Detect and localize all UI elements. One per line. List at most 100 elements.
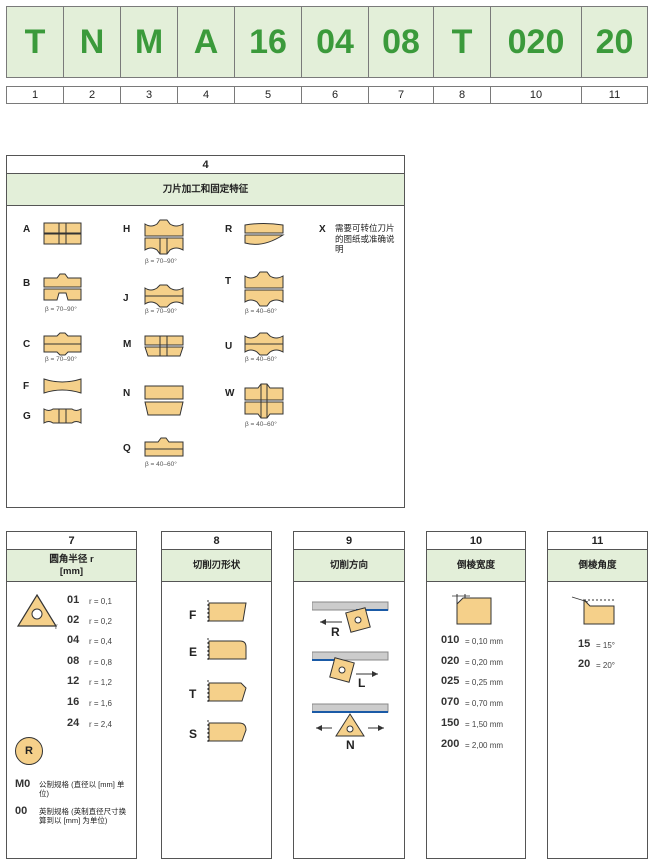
type-t-beta: β = 40–60° xyxy=(245,308,277,315)
code-number-10: 10 xyxy=(490,86,582,104)
insert-code-strip: T N M A 16 04 08 T 020 20 1 2 3 4 5 6 7 … xyxy=(6,6,648,104)
type-q-icon xyxy=(144,437,184,457)
type-n-icon xyxy=(144,385,184,416)
panel-7-unit: [mm] xyxy=(59,565,84,577)
land-width-icon xyxy=(452,594,492,625)
edge-e-label: E xyxy=(189,645,198,659)
code-letter-8: T xyxy=(433,6,491,78)
radius-value-16: r = 1,6 xyxy=(89,699,112,708)
direction-l-label: L xyxy=(358,676,366,690)
panel-11-land-angle: 11 倒棱角度 15 = 15° 20 = 20° xyxy=(547,531,648,859)
type-x-description: 需要可转位刀片的图纸或准确说明 xyxy=(335,223,395,255)
direction-n-label: N xyxy=(346,738,355,752)
code-letter-2: N xyxy=(63,6,121,78)
code-letter-11: 20 xyxy=(581,6,648,78)
land-value-070: = 0,70 mm xyxy=(465,699,504,708)
panel-9-title: 切削方向 xyxy=(294,550,404,582)
radius-value-04: r = 0,4 xyxy=(89,637,112,646)
code-number-5: 5 xyxy=(234,86,302,104)
panel-11-title: 倒棱角度 xyxy=(548,550,647,582)
land-code-070: 070 xyxy=(441,696,460,708)
type-h-label: H xyxy=(123,224,131,235)
edge-f-icon xyxy=(207,600,247,624)
edge-s-icon xyxy=(207,720,247,744)
type-f-label: F xyxy=(23,381,30,392)
panel-4-number: 4 xyxy=(7,156,404,174)
radius-code-08: 08 xyxy=(67,655,80,667)
radius-value-12: r = 1,2 xyxy=(89,678,112,687)
type-m-icon xyxy=(144,335,184,357)
radius-value-01: r = 0,1 xyxy=(89,597,112,606)
panel-7-corner-radius: 7 圆角半径 r [mm] r 01 r = 0,1 02 r = 0,2 04… xyxy=(6,531,137,859)
type-w-label: W xyxy=(225,388,235,399)
radius-code-24: 24 xyxy=(67,717,80,729)
m0-code: M0 xyxy=(15,778,31,790)
m0-description: 公制规格 (直径以 [mm] 单位) xyxy=(39,780,125,799)
panel-8-title: 切削刃形状 xyxy=(162,550,271,582)
land-value-020: = 0,20 mm xyxy=(465,658,504,667)
type-m-label: M xyxy=(123,339,132,350)
panel-10-title: 倒棱宽度 xyxy=(427,550,525,582)
type-u-icon xyxy=(244,332,284,356)
land-code-010: 010 xyxy=(441,634,460,646)
panel-7-title: 圆角半径 r xyxy=(49,554,94,566)
type-h-icon xyxy=(144,219,184,255)
type-g-label: G xyxy=(23,411,31,422)
direction-n-icon xyxy=(312,703,389,737)
type-c-beta: β = 70–90° xyxy=(45,356,77,363)
code-number-2: 2 xyxy=(63,86,121,104)
land-angle-icon xyxy=(571,596,615,625)
type-c-icon xyxy=(43,332,82,356)
type-a-icon xyxy=(43,222,82,245)
radius-r-marker: r xyxy=(55,622,58,631)
type-n-label: N xyxy=(123,388,131,399)
type-f-icon xyxy=(43,378,82,394)
panel-9-cutting-direction: 9 切削方向 R L N xyxy=(293,531,405,859)
edge-s-label: S xyxy=(189,727,198,741)
radius-value-02: r = 0,2 xyxy=(89,617,112,626)
type-g-icon xyxy=(43,408,82,424)
panel-8-number: 8 xyxy=(162,532,271,550)
oo-description: 英制规格 (英制直径尺寸换算到以 [mm] 为单位) xyxy=(39,807,127,826)
angle-code-15: 15 xyxy=(578,638,591,650)
land-code-200: 200 xyxy=(441,738,460,750)
type-h-beta: β = 70–90° xyxy=(145,258,177,265)
panel-9-number: 9 xyxy=(294,532,404,550)
panel-7-title-box: 圆角半径 r [mm] xyxy=(7,550,136,582)
panel-8-edge-shape: 8 切削刃形状 F E T S xyxy=(161,531,272,859)
panel-7-number: 7 xyxy=(7,532,136,550)
land-value-025: = 0,25 mm xyxy=(465,678,504,687)
radius-code-12: 12 xyxy=(67,675,80,687)
code-number-8: 8 xyxy=(433,86,491,104)
angle-value-20: = 20° xyxy=(596,661,615,670)
code-letter-1: T xyxy=(6,6,64,78)
land-code-020: 020 xyxy=(441,655,460,667)
type-b-label: B xyxy=(23,278,31,289)
radius-code-04: 04 xyxy=(67,634,80,646)
code-number-4: 4 xyxy=(177,86,235,104)
radius-value-08: r = 0,8 xyxy=(89,658,112,667)
radius-code-01: 01 xyxy=(67,594,80,606)
code-number-1: 1 xyxy=(6,86,64,104)
direction-l-icon xyxy=(312,651,389,683)
code-letter-7: 08 xyxy=(368,6,434,78)
code-number-7: 7 xyxy=(368,86,434,104)
angle-value-15: = 15° xyxy=(596,641,615,650)
code-number-11: 11 xyxy=(581,86,648,104)
code-letter-6: 04 xyxy=(301,6,369,78)
land-value-200: = 2,00 mm xyxy=(465,741,504,750)
edge-e-icon xyxy=(207,638,247,662)
code-letter-10: 020 xyxy=(490,6,582,78)
type-w-beta: β = 40–60° xyxy=(245,421,277,428)
edge-f-label: F xyxy=(189,608,197,622)
code-letter-5: 16 xyxy=(234,6,302,78)
type-u-label: U xyxy=(225,341,233,352)
oo-code: 00 xyxy=(15,805,28,817)
panel-10-land-width: 10 倒棱宽度 010 = 0,10 mm 020 = 0,20 mm 025 … xyxy=(426,531,526,859)
radius-code-02: 02 xyxy=(67,614,80,626)
triangle-insert-icon xyxy=(16,593,58,627)
code-number-3: 3 xyxy=(120,86,178,104)
type-j-icon xyxy=(144,284,184,308)
radius-code-16: 16 xyxy=(67,696,80,708)
angle-code-20: 20 xyxy=(578,658,591,670)
